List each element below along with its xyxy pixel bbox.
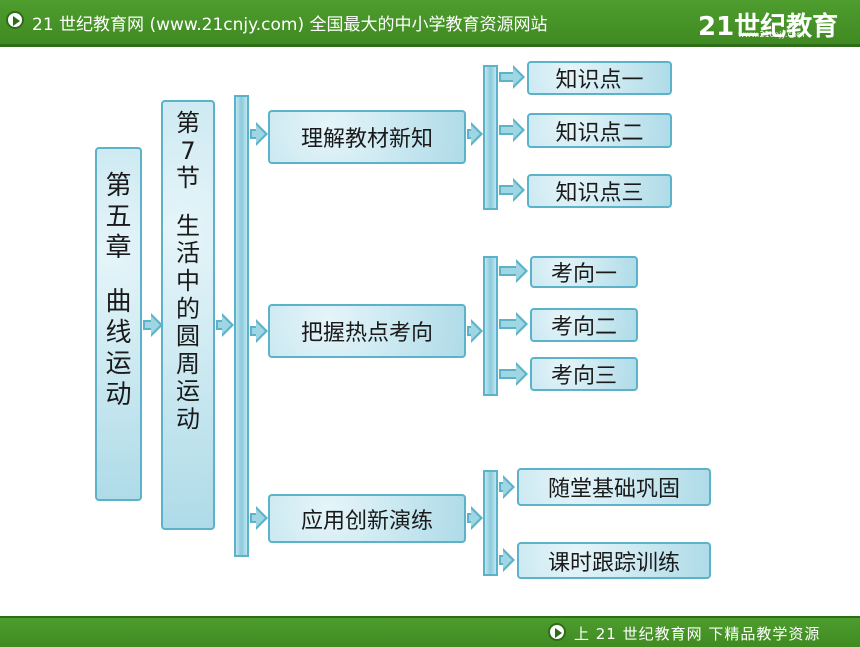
knowledge-point-1[interactable]: 知识点一 bbox=[527, 61, 672, 95]
chapter-char: 五 bbox=[105, 202, 132, 233]
play-icon[interactable] bbox=[6, 11, 24, 29]
site-logo[interactable]: 21世纪教育 www.21cnjy.com bbox=[698, 4, 848, 42]
exam-direction-1[interactable]: 考向一 bbox=[530, 256, 638, 288]
connector-bar bbox=[234, 95, 249, 557]
chapter-box[interactable]: 第 五 章 曲 线 运 动 bbox=[95, 147, 142, 501]
connector-bar bbox=[483, 470, 498, 576]
section-box[interactable]: 第 7 节 生 活 中 的 圆 周 运 动 bbox=[161, 100, 215, 530]
header-title: 21 世纪教育网 (www.21cnjy.com) 全国最大的中小学教育资源网站 bbox=[32, 15, 548, 35]
section-char: 动 bbox=[176, 404, 200, 433]
section-char: 生 bbox=[176, 211, 200, 240]
exam-direction-3[interactable]: 考向三 bbox=[530, 357, 638, 391]
exam-direction-2[interactable]: 考向二 bbox=[530, 308, 638, 342]
chapter-char: 动 bbox=[105, 380, 132, 411]
branch-3-box[interactable]: 应用创新演练 bbox=[268, 494, 466, 543]
knowledge-point-2[interactable]: 知识点二 bbox=[527, 113, 672, 148]
logo-url: www.21cnjy.com bbox=[738, 30, 805, 39]
header-bar: 21 世纪教育网 (www.21cnjy.com) 全国最大的中小学教育资源网站… bbox=[0, 0, 860, 47]
section-char: 节 bbox=[176, 164, 200, 193]
chapter-char: 章 bbox=[105, 233, 132, 264]
chapter-char: 第 bbox=[105, 171, 132, 201]
section-char: 运 bbox=[176, 377, 200, 406]
section-char: 周 bbox=[176, 349, 200, 378]
logo-mark: 21世纪教育 bbox=[698, 12, 839, 42]
section-char: 中 bbox=[176, 266, 200, 295]
practice-2[interactable]: 课时跟踪训练 bbox=[517, 542, 711, 579]
play-icon[interactable] bbox=[548, 623, 566, 641]
connector-bar bbox=[483, 256, 498, 396]
section-char: 活 bbox=[176, 239, 200, 268]
section-char: 的 bbox=[176, 294, 200, 323]
chapter-char: 线 bbox=[105, 317, 132, 348]
footer-bar: 上 21 世纪教育网 下精品教学资源 bbox=[0, 616, 860, 647]
section-char: 第 bbox=[176, 109, 200, 137]
chapter-char: 曲 bbox=[105, 286, 132, 317]
branch-2-box[interactable]: 把握热点考向 bbox=[268, 304, 466, 358]
branch-1-box[interactable]: 理解教材新知 bbox=[268, 110, 466, 164]
section-char: 圆 bbox=[176, 322, 200, 351]
chapter-char: 运 bbox=[105, 348, 132, 379]
connector-bar bbox=[483, 65, 498, 210]
section-char: 7 bbox=[180, 136, 196, 165]
footer-slogan: 上 21 世纪教育网 下精品教学资源 bbox=[574, 625, 821, 643]
practice-1[interactable]: 随堂基础巩固 bbox=[517, 468, 711, 506]
knowledge-point-3[interactable]: 知识点三 bbox=[527, 174, 672, 208]
